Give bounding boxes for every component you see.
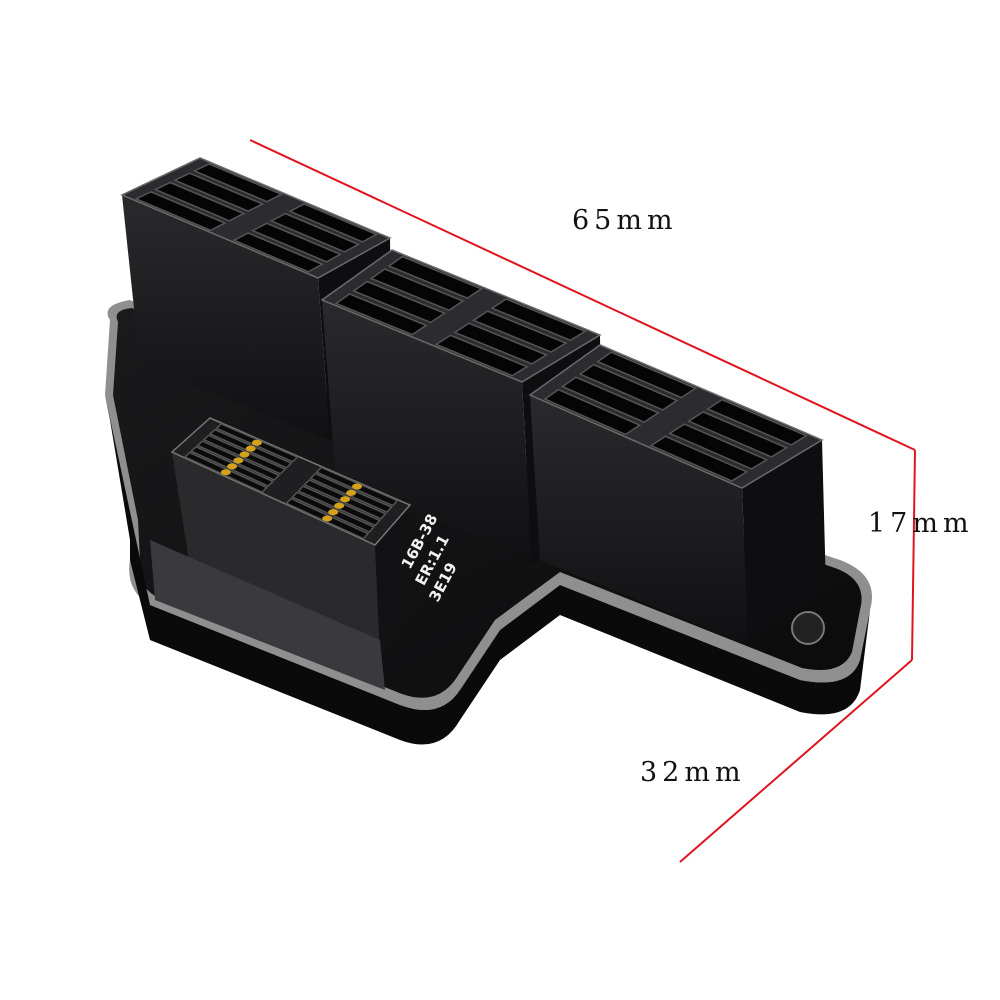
- pin-socket: [232, 232, 324, 273]
- gold-pin: [233, 457, 244, 464]
- pin-socket: [596, 351, 698, 399]
- width-label: 32mm: [640, 757, 746, 788]
- height-label: 17mm: [868, 508, 974, 539]
- gold-pin: [352, 483, 363, 490]
- gold-pin: [328, 509, 339, 516]
- pin-socket: [369, 268, 465, 312]
- pin-socket: [250, 222, 342, 263]
- connector-body: [122, 195, 330, 440]
- gold-pin: [251, 439, 262, 446]
- small-connector-latch: [150, 540, 385, 690]
- pin-socket: [288, 203, 379, 243]
- pin-socket: [134, 190, 227, 232]
- pin-socket: [453, 322, 549, 365]
- pin-socket: [352, 280, 447, 324]
- gold-pin: [340, 496, 351, 503]
- gold-pin: [239, 451, 250, 458]
- connector-side: [742, 440, 826, 645]
- pin-socket: [706, 398, 808, 446]
- pin-socket: [668, 423, 769, 470]
- small-connector-side: [375, 505, 412, 655]
- gold-pin: [220, 469, 231, 476]
- pin-socket: [543, 388, 642, 436]
- gold-pin: [322, 515, 333, 522]
- connector-body: [530, 395, 748, 645]
- gold-pin: [334, 502, 345, 509]
- pin-socket: [269, 212, 361, 253]
- connector-body: [322, 300, 532, 565]
- width-dimension-line: [679, 659, 913, 863]
- pin-socket: [173, 172, 265, 213]
- gold-pin: [346, 489, 357, 496]
- pin-socket: [471, 310, 568, 353]
- pin-socket: [578, 363, 679, 411]
- pin-socket: [153, 181, 246, 222]
- pin-socket: [387, 255, 483, 299]
- pin-socket: [334, 293, 428, 336]
- length-label: 65mm: [572, 205, 678, 236]
- length-dimension-line: [249, 139, 916, 451]
- pin-socket: [687, 411, 789, 458]
- gold-pin: [227, 463, 238, 470]
- screw-icon: [791, 611, 825, 645]
- dimension-lines: [249, 139, 916, 863]
- pin-socket: [649, 435, 749, 482]
- pin-socket: [192, 163, 284, 203]
- pin-socket: [560, 376, 660, 424]
- pin-socket: [490, 298, 587, 342]
- gold-pin: [245, 445, 256, 452]
- height-dimension-line: [911, 449, 916, 661]
- pin-socket: [434, 334, 529, 377]
